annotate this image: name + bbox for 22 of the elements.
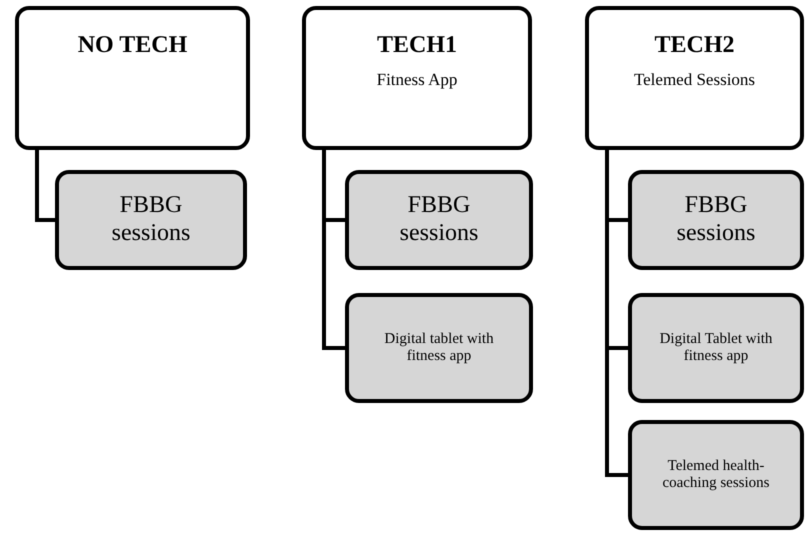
component-label: FBBG sessions (110, 192, 192, 248)
component-box (345, 293, 533, 403)
component-label: FBBG sessions (676, 192, 756, 248)
component-label: Digital tablet with fitness app (383, 330, 495, 366)
component-box (628, 293, 804, 403)
group-header-box (15, 6, 250, 150)
group-title: TECH2 (654, 32, 734, 60)
component-label: Digital Tablet with fitness app (658, 330, 774, 366)
group-header-box (585, 6, 804, 150)
component-box (345, 170, 533, 270)
component-box (628, 420, 804, 530)
component-box (55, 170, 247, 270)
group-title: NO TECH (78, 32, 188, 60)
connector-line (605, 150, 628, 477)
group-subtitle: Telemed Sessions (634, 70, 756, 90)
component-box (628, 170, 804, 270)
group-title: TECH1 (376, 32, 457, 60)
group-header-box (302, 6, 532, 150)
group-subtitle: Fitness App (376, 70, 458, 90)
component-label: Telemed health-coaching sessions (661, 458, 771, 492)
connector-line (35, 150, 55, 222)
component-label: FBBG sessions (398, 192, 480, 248)
